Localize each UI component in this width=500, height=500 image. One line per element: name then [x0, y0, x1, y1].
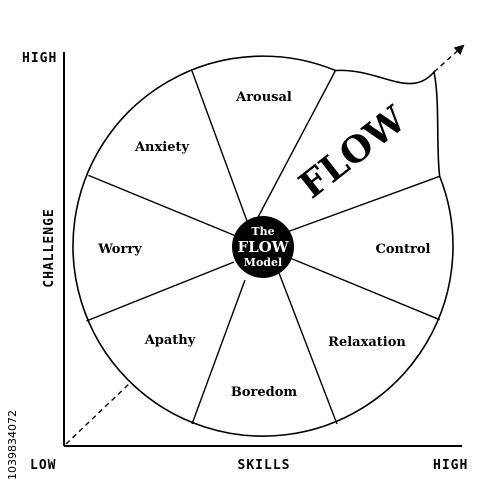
divider-line	[278, 272, 338, 425]
segment-label-worry: Worry	[97, 242, 142, 257]
y-axis-label: CHALLENGE	[42, 208, 57, 287]
diagonal-dashed-lower	[65, 382, 131, 445]
divider-line	[88, 174, 237, 237]
segment-label-control: Control	[376, 242, 431, 257]
center-label-line3: Model	[244, 256, 282, 269]
segment-label-boredom: Boredom	[231, 385, 298, 400]
center-label-line1: The	[251, 225, 274, 238]
wheel-outline	[72, 55, 454, 437]
segment-label-anxiety: Anxiety	[134, 140, 190, 155]
divider-line	[289, 257, 440, 321]
divider-line	[86, 261, 235, 322]
segment-label-apathy: Apathy	[144, 333, 196, 348]
segment-label-flow: FLOW	[291, 98, 414, 207]
center-hub	[232, 216, 294, 278]
segment-label-relaxation: Relaxation	[328, 335, 406, 350]
flow-wedge-outline	[335, 69, 441, 177]
x-axis-label: SKILLS	[238, 458, 291, 473]
x-high-label: HIGH	[433, 458, 468, 473]
divider-line	[191, 279, 246, 425]
y-high-label: HIGH	[22, 51, 57, 66]
x-low-label: LOW	[30, 458, 56, 473]
segment-label-arousal: Arousal	[235, 90, 292, 105]
divider-line	[255, 70, 337, 222]
divider-line	[191, 70, 248, 222]
diagonal-dashed-arrow	[433, 44, 465, 73]
center-label-line2: FLOW	[237, 238, 289, 256]
watermark-id: 1039834072	[6, 410, 19, 480]
divider-line	[286, 175, 440, 233]
